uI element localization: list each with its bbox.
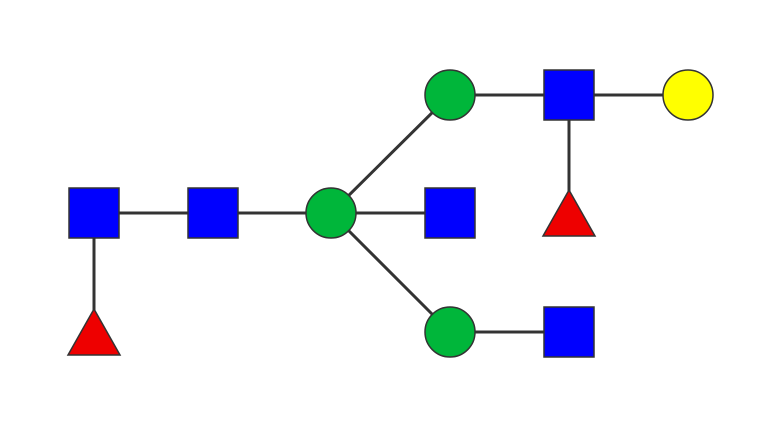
square-node-n7: [544, 70, 594, 120]
circle-node-n10: [425, 307, 475, 357]
triangle-node-n9: [543, 190, 595, 236]
triangle-node-n2: [68, 309, 120, 355]
circle-node-n8: [663, 70, 713, 120]
circle-node-n6: [425, 70, 475, 120]
square-node-n5: [425, 188, 475, 238]
square-node-n1: [69, 188, 119, 238]
square-node-n11: [544, 307, 594, 357]
circle-node-n4: [306, 188, 356, 238]
square-node-n3: [188, 188, 238, 238]
edges-layer: [94, 95, 688, 332]
